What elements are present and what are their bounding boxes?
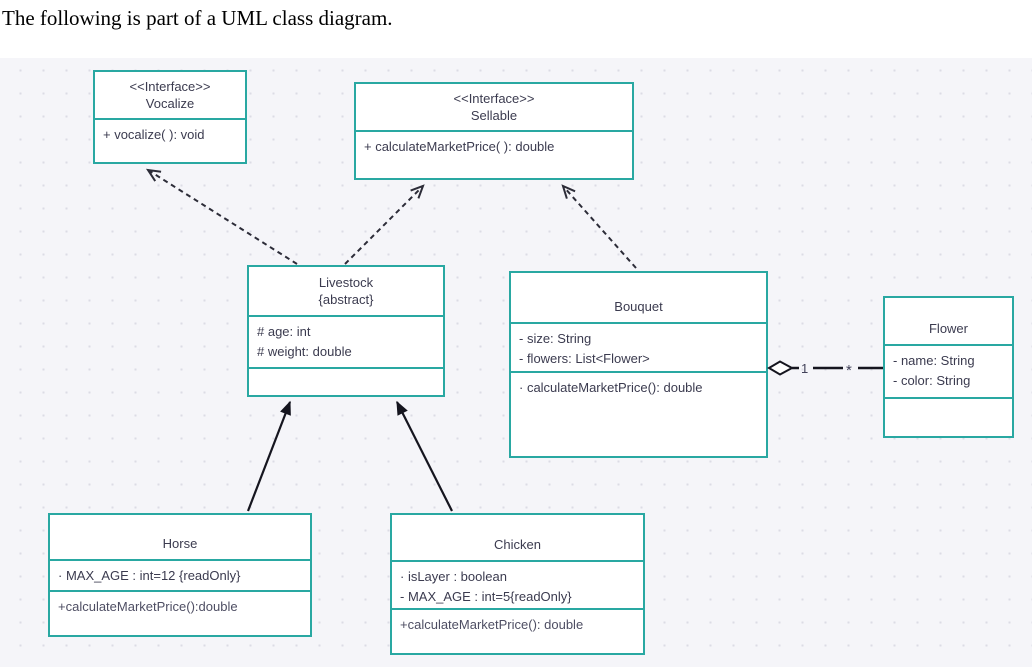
class-name: Chicken bbox=[494, 537, 541, 552]
empty-methods-compartment bbox=[885, 397, 1012, 436]
class-name: Livestock bbox=[318, 275, 374, 290]
class-box-bouquet[interactable]: Bouquet - size: String - flowers: List<F… bbox=[509, 271, 768, 458]
empty-methods-compartment bbox=[249, 367, 443, 395]
class-method: +calculateMarketPrice():double bbox=[58, 599, 238, 614]
class-method: + vocalize( ): void bbox=[103, 127, 205, 142]
class-name: Flower bbox=[928, 321, 968, 336]
class-attribute: - name: String bbox=[893, 353, 975, 368]
class-attribute: - MAX_AGE : int=5{readOnly} bbox=[400, 589, 572, 604]
class-box-vocalize[interactable]: <<Interface>> Vocalize + vocalize( ): vo… bbox=[93, 70, 247, 164]
class-attribute: # age: int bbox=[257, 324, 311, 339]
class-method: · calculateMarketPrice(): double bbox=[519, 380, 703, 395]
class-name: Sellable bbox=[470, 108, 518, 123]
class-box-horse[interactable]: Horse · MAX_AGE : int=12 {readOnly} +cal… bbox=[48, 513, 312, 637]
class-attribute: # weight: double bbox=[257, 344, 352, 359]
class-attribute: · MAX_AGE : int=12 {readOnly} bbox=[58, 568, 241, 583]
class-attribute: · isLayer : boolean bbox=[400, 569, 507, 584]
class-attribute: - size: String bbox=[519, 331, 592, 346]
class-box-livestock[interactable]: Livestock {abstract} # age: int # weight… bbox=[247, 265, 445, 397]
diagram-canvas: <<Interface>> Vocalize + vocalize( ): vo… bbox=[0, 58, 1032, 667]
class-stereotype: <<Interface>> bbox=[129, 79, 211, 94]
class-stereotype: <<Interface>> bbox=[453, 91, 535, 106]
class-method: +calculateMarketPrice(): double bbox=[400, 617, 584, 632]
class-name: Vocalize bbox=[145, 96, 195, 111]
class-name: Horse bbox=[162, 536, 198, 551]
class-modifier: {abstract} bbox=[318, 292, 374, 307]
class-attribute: - flowers: List<Flower> bbox=[519, 351, 650, 366]
class-name: Bouquet bbox=[614, 299, 663, 314]
intro-text: The following is part of a UML class dia… bbox=[2, 6, 393, 30]
class-box-chicken[interactable]: Chicken · isLayer : boolean - MAX_AGE : … bbox=[390, 513, 645, 655]
class-box-flower[interactable]: Flower - name: String - color: String bbox=[883, 296, 1014, 438]
class-method: + calculateMarketPrice( ): double bbox=[364, 139, 555, 154]
class-attribute: - color: String bbox=[893, 373, 971, 388]
class-box-sellable[interactable]: <<Interface>> Sellable + calculateMarket… bbox=[354, 82, 634, 180]
